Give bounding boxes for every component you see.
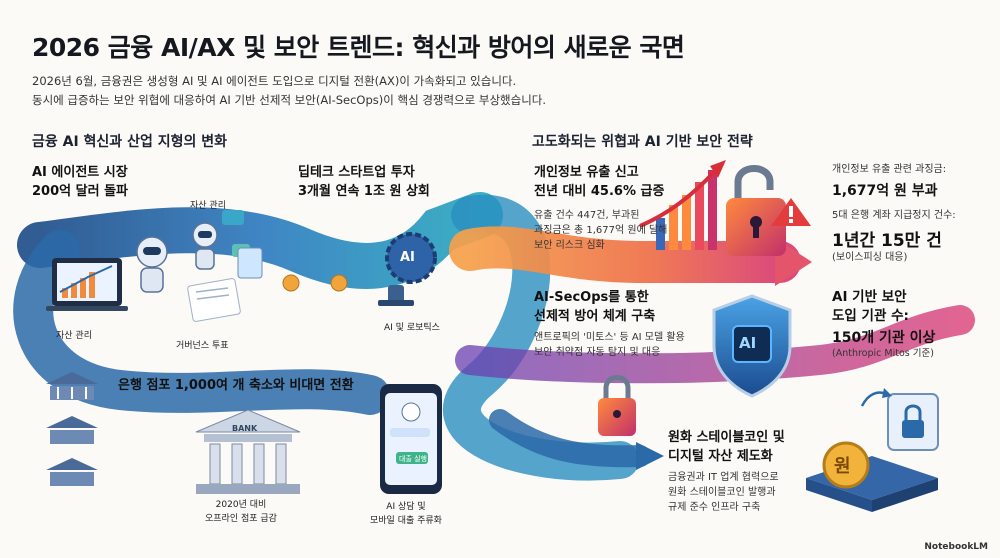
adoption-value: 150개 기관 이상	[832, 330, 936, 346]
stablecoin-body-line: 규제 준수 인프라 구축	[668, 502, 761, 513]
phone-loan-chip: 대출 실행	[399, 455, 427, 463]
won-coin-icon: 원	[834, 456, 851, 477]
agent-market-line: AI 에이전트 시장	[32, 165, 128, 180]
breach-body-line: 보안 리스크 심화	[534, 240, 605, 251]
governance-vote-label: 거버넌스 투표	[176, 341, 229, 351]
page-subtitle: 2026년 6월, 금융권은 생성형 AI 및 AI 에이전트 도입으로 디지털…	[32, 72, 546, 110]
adoption-head-line: 도입 기관 수:	[832, 308, 909, 324]
offline-drop-label: 2020년 대비 오프라인 점포 급감	[205, 498, 277, 526]
ai-consult-line: 모바일 대출 주류화	[370, 516, 442, 526]
stablecoin-head-line: 디지털 자산 제도화	[668, 449, 773, 464]
branch-cut-callout: 은행 점포 1,000여 개 축소와 비대면 전환	[118, 378, 354, 393]
breach-head-line: 개인정보 유출 신고	[534, 165, 639, 180]
offline-drop-line: 오프라인 점포 급감	[205, 514, 277, 524]
adoption-note: (Anthropic Mitos 기준)	[832, 348, 934, 359]
subtitle-line: 2026년 6월, 금융권은 생성형 AI 및 AI 에이전트 도입으로 디지털…	[32, 74, 517, 88]
offline-drop-line: 2020년 대비	[215, 500, 267, 510]
left-section-title: 금융 AI 혁신과 산업 지형의 변화	[32, 134, 227, 150]
bank-sign: BANK	[232, 424, 258, 433]
breach-head-line: 전년 대비 45.6% 급증	[534, 184, 665, 199]
stablecoin-head-line: 원화 스테이블코인 및	[668, 430, 785, 445]
agent-market-callout: AI 에이전트 시장 200억 달러 돌파	[32, 163, 128, 201]
suspension-value: 1년간 15만 건	[832, 231, 942, 251]
breach-body-line: 과징금은 총 1,677억 원에 달해	[534, 225, 668, 236]
secops-callout-head: AI-SecOps를 통한 선제적 방어 체계 구축	[534, 288, 655, 326]
breach-callout-head: 개인정보 유출 신고 전년 대비 45.6% 급증	[534, 163, 664, 201]
secops-head-line: 선제적 방어 체계 구축	[534, 309, 656, 324]
ai-chip-label: AI	[400, 250, 415, 265]
secops-body-line: 앤트로픽의 '미토스' 등 AI 모델 활용	[534, 332, 685, 343]
ai-robotics-label: AI 및 로보틱스	[384, 323, 440, 333]
shield-ai-label: AI	[739, 334, 757, 352]
ai-consult-label: AI 상담 및 모바일 대출 주류화	[370, 500, 442, 528]
deeptech-line: 딥테크 스타트업 투자	[298, 165, 415, 180]
secops-head-line: AI-SecOps를 통한	[534, 290, 649, 305]
breach-body-line: 유출 건수 447건, 부과된	[534, 210, 640, 221]
breach-callout-body: 유출 건수 447건, 부과된 과징금은 총 1,677억 원에 달해 보안 리…	[534, 208, 667, 253]
penalty-label: 개인정보 유출 관련 과징금:	[832, 164, 947, 175]
asset-mgmt-top-label: 자산 관리	[190, 201, 226, 211]
deeptech-line: 3개월 연속 1조 원 상회	[298, 184, 430, 199]
stablecoin-body-line: 금융권과 IT 업계 협력으로	[668, 472, 779, 483]
secops-callout-body: 앤트로픽의 '미토스' 등 AI 모델 활용 보안 취약점 자동 탐지 및 대응	[534, 330, 685, 360]
right-section-title: 고도화되는 위협과 AI 기반 보안 전략	[532, 134, 753, 150]
secops-body-line: 보안 취약점 자동 탐지 및 대응	[534, 347, 661, 358]
subtitle-line: 동시에 급증하는 보안 위협에 대응하여 AI 기반 선제적 보안(AI-Sec…	[32, 93, 547, 107]
adoption-callout-head: AI 기반 보안 도입 기관 수:	[832, 288, 909, 326]
page-title: 2026 금융 AI/AX 및 보안 트렌드: 혁신과 방어의 새로운 국면	[32, 33, 685, 62]
asset-mgmt-bottom-label: 자산 관리	[56, 331, 92, 341]
suspension-note: (보이스피싱 대응)	[832, 252, 908, 263]
stablecoin-body-line: 원화 스테이블코인 발행과	[668, 487, 776, 498]
stablecoin-callout-body: 금융권과 IT 업계 협력으로 원화 스테이블코인 발행과 규제 준수 인프라 …	[668, 470, 779, 515]
adoption-head-line: AI 기반 보안	[832, 289, 907, 305]
suspension-label: 5대 은행 계좌 지급정지 건수:	[832, 210, 956, 221]
ai-consult-line: AI 상담 및	[386, 502, 426, 512]
penalty-value: 1,677억 원 부과	[832, 183, 938, 199]
stablecoin-callout-head: 원화 스테이블코인 및 디지털 자산 제도화	[668, 428, 785, 466]
footer-brand: NotebookLM	[924, 542, 988, 552]
deeptech-callout: 딥테크 스타트업 투자 3개월 연속 1조 원 상회	[298, 163, 430, 201]
agent-market-line: 200억 달러 돌파	[32, 184, 128, 199]
